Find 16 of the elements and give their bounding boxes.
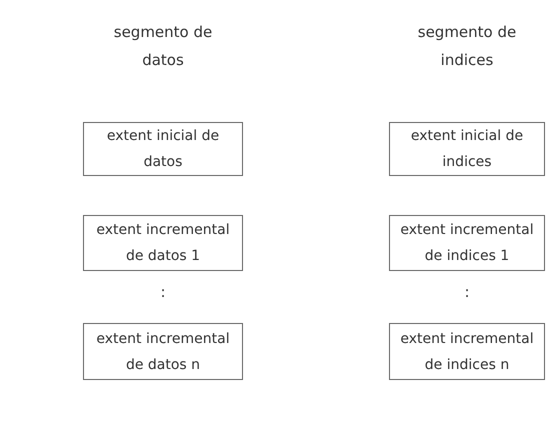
extent-box bbox=[83, 215, 243, 271]
box-text: extent inicial de indices bbox=[410, 127, 524, 172]
ellipsis-dots: : bbox=[159, 282, 167, 303]
segment-heading: segmento de datos bbox=[112, 22, 214, 71]
box-text: extent incremental de datos 1 bbox=[95, 221, 231, 266]
segment-heading: segmento de indices bbox=[416, 22, 518, 71]
box-text: extent incremental de indices 1 bbox=[399, 221, 535, 266]
box-text: extent incremental de indices n bbox=[399, 330, 535, 374]
extent-box bbox=[83, 323, 243, 380]
box-text: extent incremental de datos n bbox=[95, 330, 231, 374]
ellipsis-dots: : bbox=[463, 282, 471, 303]
extent-box bbox=[389, 215, 545, 271]
extent-box bbox=[83, 122, 243, 176]
extent-box bbox=[389, 323, 545, 380]
box-text: extent inicial de datos bbox=[106, 127, 220, 172]
extent-box bbox=[389, 122, 545, 176]
